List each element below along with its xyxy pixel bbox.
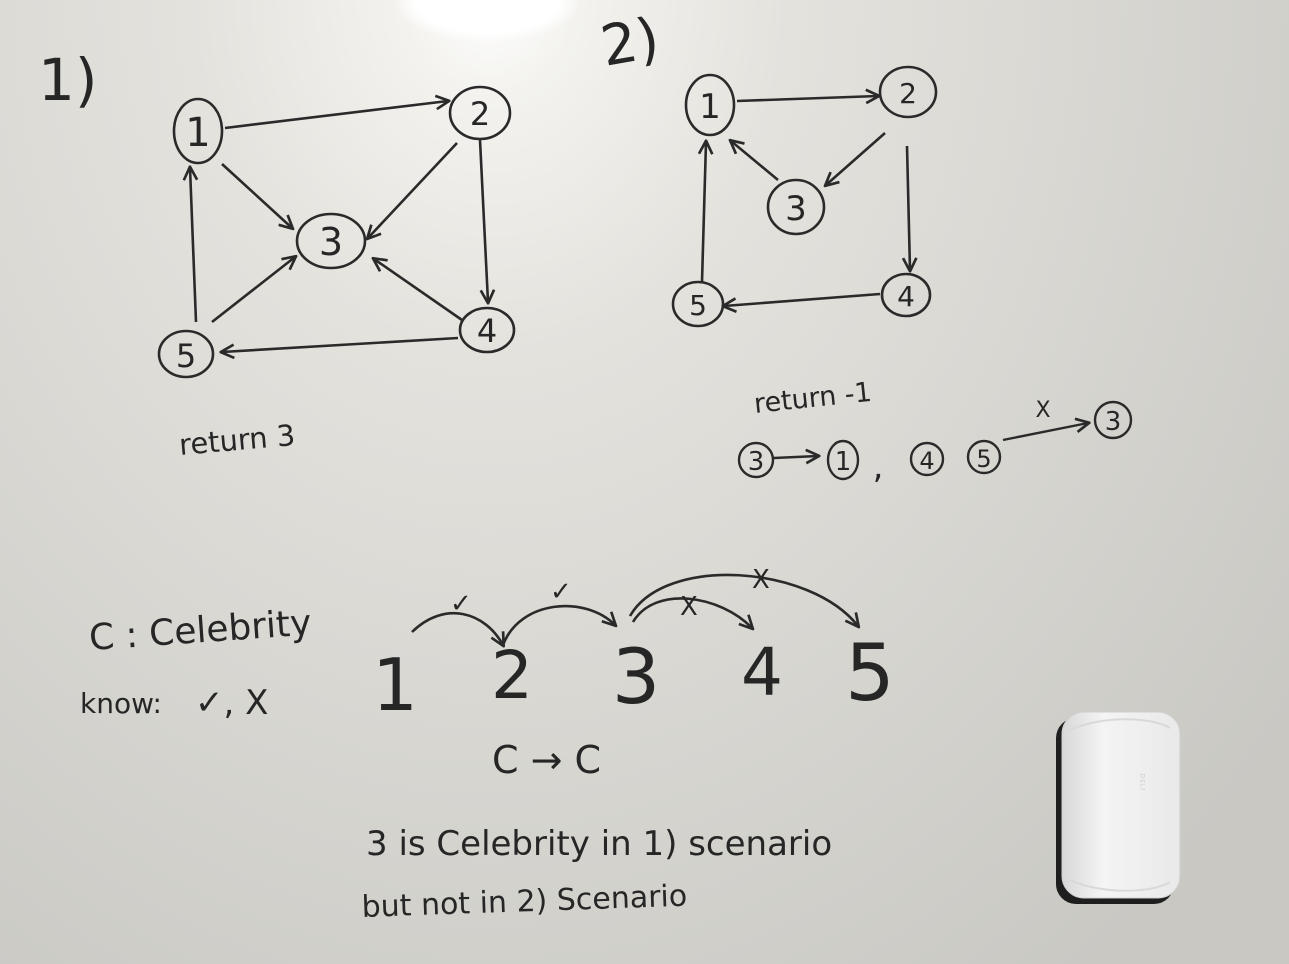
node-4-label: 4 <box>477 312 497 350</box>
edge-1-to-2 <box>224 101 448 130</box>
sequence-4: 4 <box>741 634 783 711</box>
svg-text:4: 4 <box>919 447 934 475</box>
node-2-circle <box>448 85 512 141</box>
node-5-label: 5 <box>176 337 196 375</box>
node-2-5-circle <box>671 280 725 328</box>
svg-text:X: X <box>1035 398 1050 423</box>
legend-know: know: <box>80 687 162 720</box>
legend: C : Celebrity know: ✓, X <box>80 603 313 723</box>
edge-5-to-1 <box>190 168 196 323</box>
conclusion-line-1: 3 is Celebrity in 1) scenario <box>366 824 832 864</box>
sequence-2: 2 <box>491 637 533 714</box>
node-2-3-circle <box>766 178 826 236</box>
svg-text:✓: ✓ <box>450 589 472 619</box>
conclusion: 3 is Celebrity in 1) scenario but not in… <box>361 824 832 925</box>
node-2-3-label: 3 <box>785 189 807 229</box>
svg-text:5: 5 <box>976 445 991 473</box>
edge-1-to-3 <box>221 163 292 228</box>
node-3-circle <box>295 212 367 270</box>
sequence-5: 5 <box>845 629 895 719</box>
sequence-transition: C → C <box>492 738 601 782</box>
legend-celebrity: C : Celebrity <box>88 603 313 659</box>
edge-4-to-5 <box>222 336 459 352</box>
legend-know-marks: ✓, X <box>195 683 268 723</box>
edge-2-2-to-3 <box>826 132 886 185</box>
node-2-1-label: 1 <box>699 87 721 127</box>
svg-text:,: , <box>873 447 884 487</box>
eraser-brand: DELI <box>1138 773 1146 792</box>
scenario-2-note: 3 1 , 4 5 X 3 <box>737 398 1133 487</box>
edge-4-to-3 <box>374 259 463 322</box>
edge-2-5-to-1 <box>702 142 706 283</box>
scenario-2-label: 2) <box>596 6 664 80</box>
edge-2-1-to-2 <box>736 96 878 101</box>
node-2-5-label: 5 <box>689 289 707 322</box>
whiteboard-eraser[interactable] <box>1056 711 1181 904</box>
svg-text:3: 3 <box>748 447 765 477</box>
conclusion-line-2: but not in 2) Scenario <box>361 879 688 925</box>
node-2-label: 2 <box>470 95 490 133</box>
node-2-1-circle <box>684 73 736 137</box>
node-4-circle <box>458 306 516 354</box>
node-2-2-label: 2 <box>899 77 917 110</box>
scenario-1-result: return 3 <box>178 418 297 462</box>
sequence: ✓ ✓ X X 1 2 3 4 5 C → C <box>372 565 895 782</box>
edge-5-to-3 <box>211 257 295 324</box>
scenario-2-graph: 2) 1 2 3 4 5 return -1 <box>596 6 1133 487</box>
svg-text:X: X <box>752 565 770 595</box>
edge-2-to-4 <box>478 139 488 302</box>
node-2-4-label: 4 <box>897 280 915 313</box>
edge-2-3-to-1 <box>731 141 779 182</box>
svg-text:1: 1 <box>835 447 852 477</box>
node-5-circle <box>157 329 215 379</box>
svg-text:3: 3 <box>1105 407 1122 437</box>
scenario-2-result: return -1 <box>752 377 873 420</box>
node-2-2-circle <box>878 65 938 119</box>
sequence-1: 1 <box>372 643 418 727</box>
node-3-label: 3 <box>319 220 343 264</box>
node-1-label: 1 <box>185 110 210 156</box>
scenario-1-graph: 1) 1 2 3 4 5 return 3 <box>38 46 516 462</box>
node-2-4-circle <box>880 272 932 318</box>
node-1-circle <box>172 97 224 165</box>
svg-text:X: X <box>680 592 698 622</box>
svg-text:✓: ✓ <box>550 577 572 607</box>
sequence-3: 3 <box>612 632 660 721</box>
edge-2-2-to-4 <box>907 145 910 270</box>
edge-2-4-to-5 <box>724 292 881 306</box>
scenario-1-label: 1) <box>38 46 98 114</box>
edge-2-to-3 <box>368 142 458 238</box>
